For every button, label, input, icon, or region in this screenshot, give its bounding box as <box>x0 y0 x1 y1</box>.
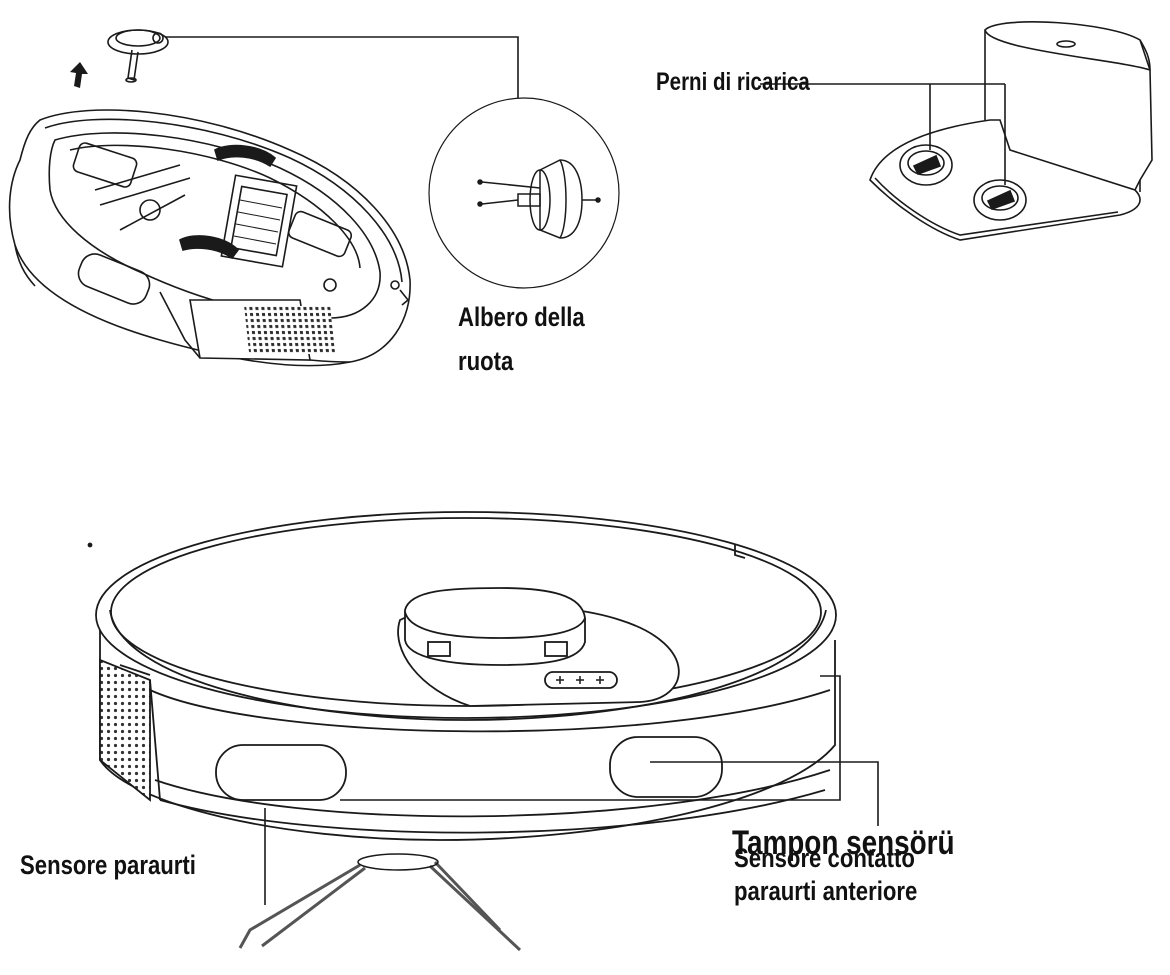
bumper-sensor-tr-label: Tampon sensörü <box>732 824 955 862</box>
charging-pins-callout-line <box>760 83 1006 185</box>
charging-dock-illustration <box>869 21 1153 241</box>
up-arrow-icon <box>70 62 88 88</box>
wheel-axle-detail <box>477 159 601 239</box>
robot-top-illustration <box>87 511 837 952</box>
side-brushes <box>238 853 522 952</box>
lidar-tower <box>404 587 586 666</box>
charging-pins-label: Perni di ricarica <box>656 68 810 96</box>
wheel-axle-callout-line <box>165 36 519 100</box>
charging-pin-left <box>899 144 953 186</box>
wheel-axle-label-line2: ruota <box>458 346 514 376</box>
front-bumper-contact-label-line2: paraurti anteriore <box>734 876 918 906</box>
robot-underside-illustration <box>8 29 411 367</box>
front-bumper-contact-label-line1: Sensore contatto <box>734 843 915 873</box>
bumper-sensor-label: Sensore paraurti <box>20 850 196 880</box>
charging-pin-right <box>973 179 1027 221</box>
wheel-axle-label-line1: Albero della <box>458 302 585 332</box>
removed-wheel-part <box>107 29 169 83</box>
bottom-callout-lines <box>264 675 879 905</box>
wheel-axle-magnifier <box>428 97 620 289</box>
